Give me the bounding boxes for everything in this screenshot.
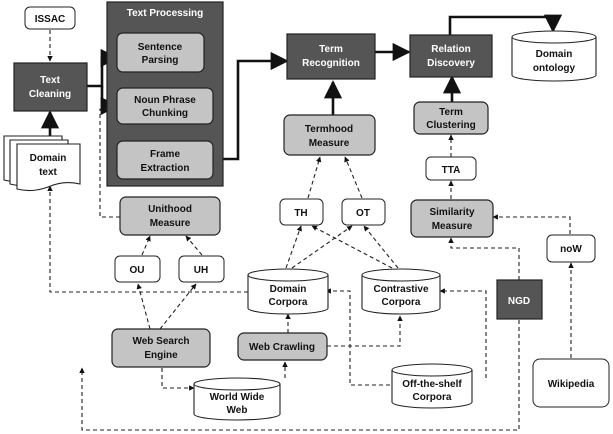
svg-text:Frame: Frame xyxy=(150,149,180,160)
domain-corpora-cylinder: Domain Corpora xyxy=(247,268,329,315)
svg-text:OT: OT xyxy=(356,208,370,219)
svg-text:Recognition: Recognition xyxy=(302,58,360,69)
unithood-measure-box: Unithood Measure xyxy=(119,196,221,236)
dashed-connectors xyxy=(47,30,574,431)
sentence-parsing-box: Sentence Parsing xyxy=(116,32,205,73)
arrow-domaincorpora-to-ot xyxy=(291,225,353,269)
svg-text:Chunking: Chunking xyxy=(142,108,188,119)
svg-text:Term: Term xyxy=(439,107,463,118)
svg-text:Corpora: Corpora xyxy=(269,297,308,308)
svg-text:UH: UH xyxy=(194,265,208,276)
domain-ontology-cylinder: Domain ontology xyxy=(511,30,597,82)
arrow-ngd-to-similarity xyxy=(448,237,520,280)
noun-phrase-chunking-box: Noun Phrase Chunking xyxy=(116,87,214,125)
svg-text:Cleaning: Cleaning xyxy=(29,89,71,100)
arrow-frame-to-recognition xyxy=(213,51,289,161)
svg-text:Corpora: Corpora xyxy=(413,392,452,403)
svg-text:ISSAC: ISSAC xyxy=(35,14,66,25)
svg-text:Term: Term xyxy=(319,44,343,55)
svg-text:Wikipedia: Wikipedia xyxy=(548,379,595,390)
svg-text:Termhood: Termhood xyxy=(305,124,353,135)
svg-text:Web Crawling: Web Crawling xyxy=(249,342,315,353)
svg-text:Engine: Engine xyxy=(144,350,178,361)
svg-text:OU: OU xyxy=(130,265,145,276)
uh-box: UH xyxy=(178,255,225,283)
ot-box: OT xyxy=(341,198,386,226)
svg-text:Text: Text xyxy=(40,75,60,86)
svg-text:Domain: Domain xyxy=(30,153,67,164)
text-processing-label: Text Processing xyxy=(127,8,204,19)
ngd-box: NGD xyxy=(496,279,543,320)
arrow-contrastive-to-th xyxy=(311,225,393,269)
svg-text:Contrastive: Contrastive xyxy=(373,284,428,295)
arrow-offtheshelf-to-domaincorpora xyxy=(325,288,392,386)
svg-text:World Wide: World Wide xyxy=(210,392,265,403)
svg-text:Measure: Measure xyxy=(150,218,191,229)
svg-text:Relation: Relation xyxy=(431,44,470,55)
term-recognition-box: Term Recognition xyxy=(286,33,376,80)
arrow-offtheshelf-to-contrastive xyxy=(439,288,487,378)
arrow-ou-to-unithood xyxy=(141,235,151,256)
svg-text:Clustering: Clustering xyxy=(426,120,475,131)
arrow-engine-to-ou xyxy=(136,283,151,330)
arrow-now-to-similarity xyxy=(492,214,571,234)
svg-text:Web: Web xyxy=(227,405,248,416)
web-crawling-box: Web Crawling xyxy=(237,332,328,361)
th-box: TH xyxy=(279,198,324,226)
svg-text:Similarity: Similarity xyxy=(429,207,474,218)
svg-text:Web Search: Web Search xyxy=(132,336,189,347)
domain-text-documents: Domain text xyxy=(3,135,81,192)
svg-text:ontology: ontology xyxy=(533,63,576,74)
text-cleaning-box: Text Cleaning xyxy=(13,62,88,112)
arrow-th-to-termhood xyxy=(307,156,322,199)
world-wide-web-cylinder: World Wide Web xyxy=(193,377,281,421)
svg-text:Unithood: Unithood xyxy=(148,204,192,215)
arrow-crawling-to-contrastive xyxy=(327,315,403,347)
arrow-uh-to-unithood xyxy=(185,235,203,256)
off-the-shelf-corpora-cylinder: Off-the-shelf Corpora xyxy=(391,363,473,409)
arrow-domaincorpora-to-th xyxy=(285,225,302,269)
svg-text:noW: noW xyxy=(560,244,582,255)
frame-extraction-box: Frame Extraction xyxy=(116,140,214,180)
svg-text:Extraction: Extraction xyxy=(141,163,190,174)
svg-text:Sentence: Sentence xyxy=(138,42,183,53)
svg-text:Measure: Measure xyxy=(309,138,350,149)
arrow-engine-to-www xyxy=(161,368,195,391)
svg-text:Domain: Domain xyxy=(270,284,307,295)
tta-box: TTA xyxy=(425,156,477,181)
svg-text:Domain: Domain xyxy=(536,49,573,60)
arrow-domaincorpora-to-domaintext xyxy=(47,185,248,293)
svg-text:NGD: NGD xyxy=(508,296,530,307)
arrow-engine-to-uh xyxy=(159,283,197,330)
svg-text:TTA: TTA xyxy=(442,165,461,176)
contrastive-corpora-cylinder: Contrastive Corpora xyxy=(361,268,441,315)
relation-discovery-box: Relation Discovery xyxy=(409,34,493,78)
svg-text:Discovery: Discovery xyxy=(427,58,475,69)
similarity-measure-box: Similarity Measure xyxy=(410,199,494,238)
svg-text:Off-the-shelf: Off-the-shelf xyxy=(402,379,462,390)
arrow-contrastive-to-ot xyxy=(363,225,399,269)
web-search-engine-box: Web Search Engine xyxy=(111,328,211,368)
svg-text:TH: TH xyxy=(294,208,307,219)
svg-text:Measure: Measure xyxy=(432,221,473,232)
svg-text:text: text xyxy=(39,167,57,178)
svg-text:Parsing: Parsing xyxy=(142,55,179,66)
svg-text:Corpora: Corpora xyxy=(382,297,421,308)
ou-box: OU xyxy=(114,255,161,283)
svg-text:Noun Phrase: Noun Phrase xyxy=(134,95,196,106)
wikipedia-box: Wikipedia xyxy=(532,358,610,408)
term-clustering-box: Term Clustering xyxy=(413,101,489,135)
termhood-measure-box: Termhood Measure xyxy=(283,114,376,156)
now-box: noW xyxy=(546,234,596,263)
issac-box: ISSAC xyxy=(24,6,76,30)
arrow-relation-to-ontology xyxy=(448,14,563,35)
arrow-ot-to-termhood xyxy=(344,156,363,199)
arrow-ngd-to-engine xyxy=(79,320,520,431)
